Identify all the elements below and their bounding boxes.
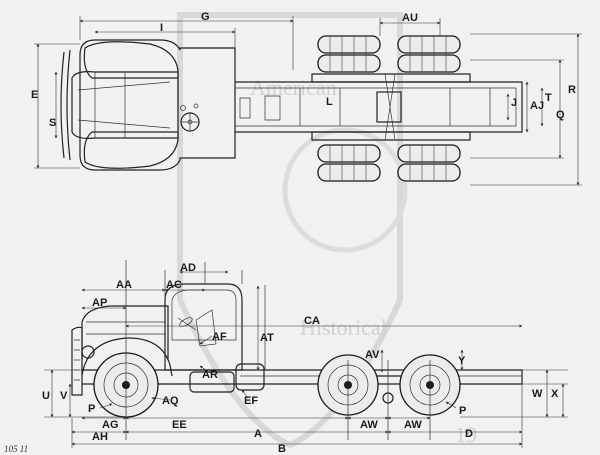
label-ca: CA	[304, 315, 320, 327]
label-aj: AJ	[530, 100, 544, 112]
label-b: B	[278, 443, 286, 455]
label-au: AU	[402, 12, 418, 24]
top-view: G I AU E S L J AJ T Q R	[31, 11, 582, 186]
label-af: AF	[212, 331, 227, 343]
label-ac: AC	[166, 279, 182, 291]
label-v: V	[60, 390, 68, 402]
label-g: G	[201, 11, 210, 23]
side-view: AD AA AC AP CA AT AF AR AV Y U V W X P P…	[42, 260, 568, 455]
label-ee: EE	[172, 419, 187, 431]
label-p-front: P	[88, 403, 95, 415]
label-w: W	[532, 388, 543, 400]
watermark-top-text: American	[250, 75, 337, 100]
label-ap: AP	[92, 297, 107, 309]
label-ef: EF	[244, 395, 258, 407]
label-y: Y	[458, 355, 466, 367]
label-s: S	[49, 117, 56, 129]
label-ah: AH	[92, 431, 108, 443]
watermark-number: 19	[455, 422, 477, 447]
label-p-rear: P	[459, 405, 466, 417]
label-av: AV	[365, 349, 380, 361]
label-aq: AQ	[162, 395, 179, 407]
label-aw-1: AW	[360, 419, 378, 431]
watermark-lower-text: Historical	[300, 315, 387, 340]
label-e: E	[31, 89, 38, 101]
label-q: Q	[556, 109, 565, 121]
label-r: R	[568, 84, 576, 96]
corner-note: 105 11	[4, 444, 28, 454]
label-aw-2: AW	[404, 419, 422, 431]
label-t: T	[545, 92, 552, 104]
label-i: I	[160, 22, 163, 34]
label-ad: AD	[180, 262, 196, 274]
label-x: X	[551, 388, 559, 400]
label-j: J	[511, 97, 517, 109]
label-l: L	[326, 96, 333, 108]
label-aa: AA	[116, 279, 132, 291]
label-ar: AR	[202, 369, 218, 381]
label-u: U	[42, 390, 50, 402]
label-d: D	[465, 428, 473, 440]
label-a: A	[254, 428, 262, 440]
label-at: AT	[260, 332, 274, 344]
label-ag: AG	[102, 419, 119, 431]
